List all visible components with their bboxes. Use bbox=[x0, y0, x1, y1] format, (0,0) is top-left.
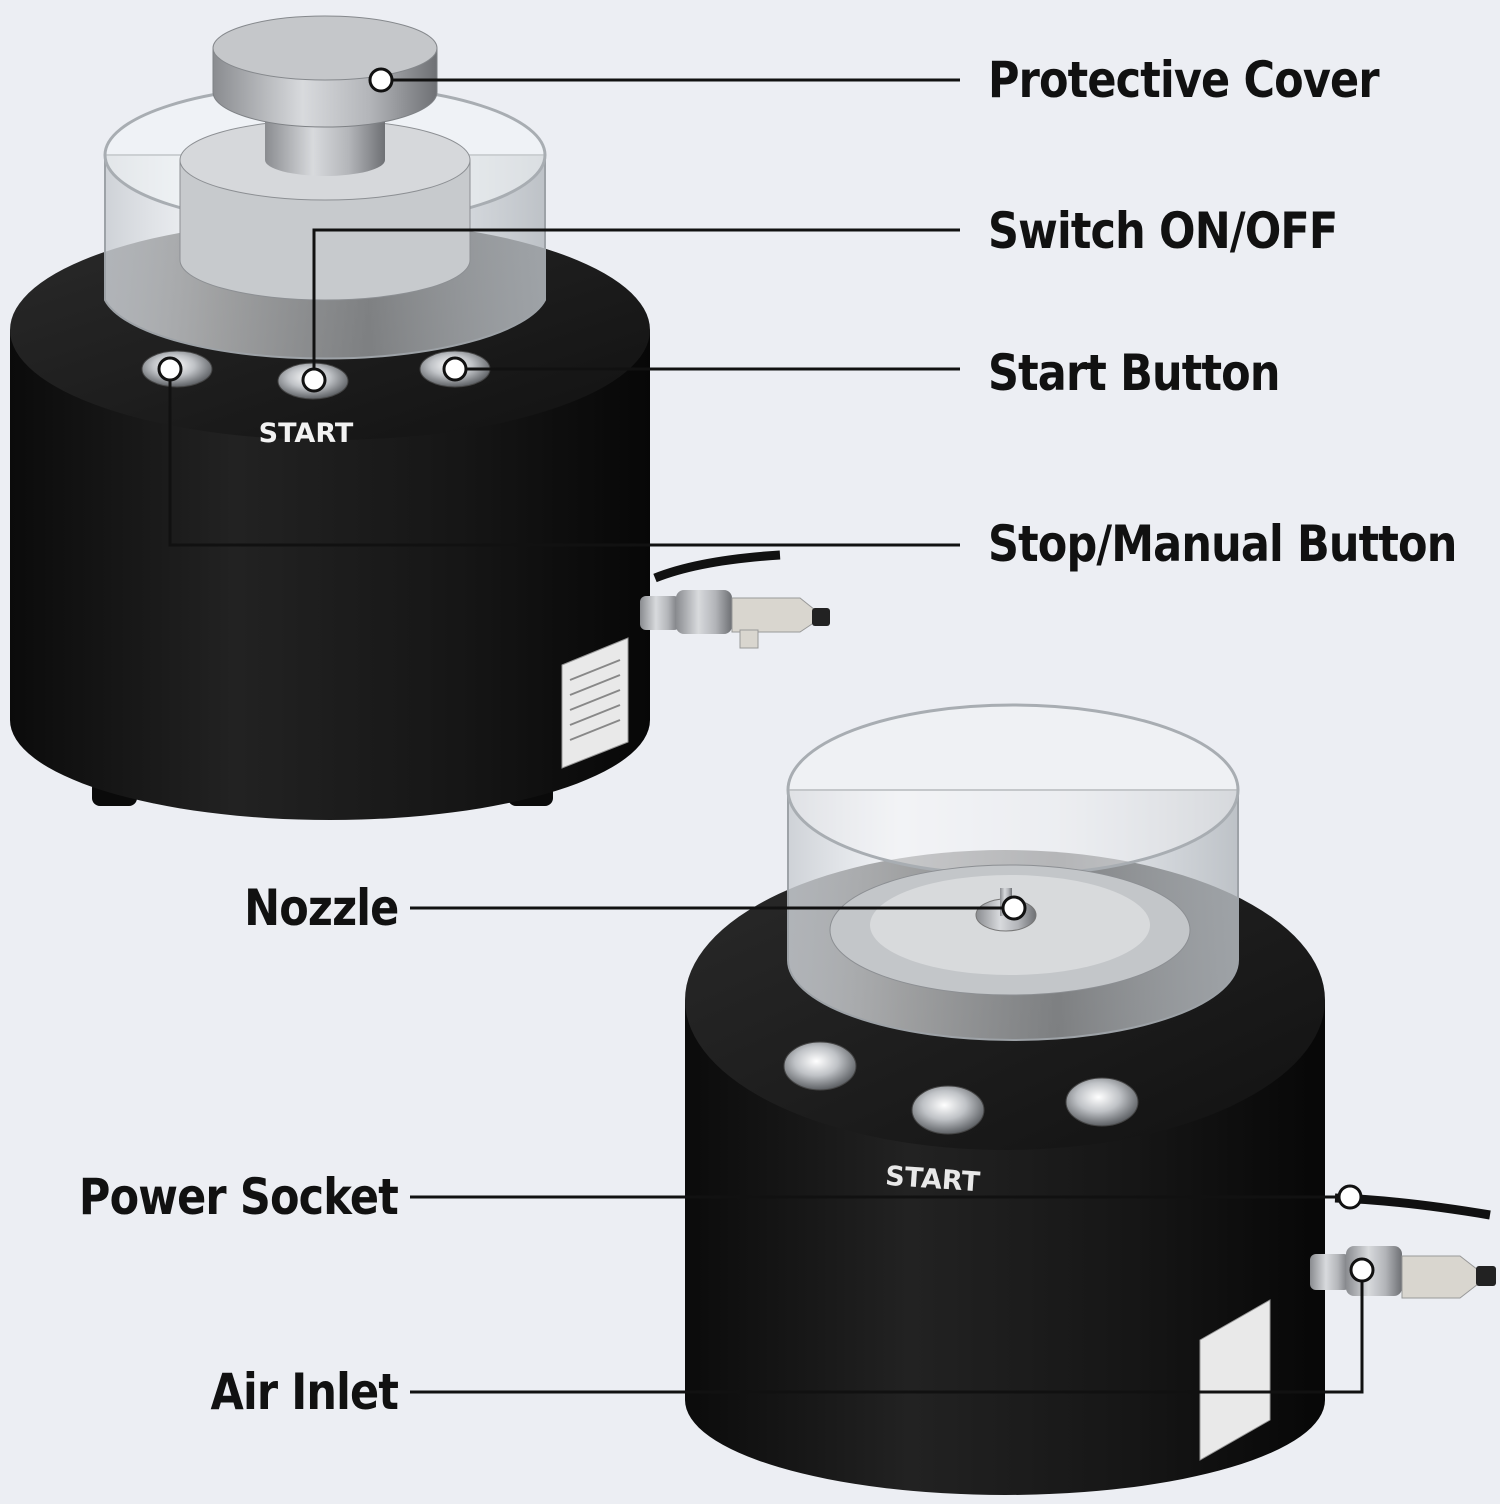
leader-switch-on-off bbox=[312, 228, 960, 380]
dot-protective-cover bbox=[368, 67, 394, 93]
device-top-start-label: START bbox=[259, 418, 354, 449]
device-bottom: START bbox=[685, 703, 1496, 1495]
device-top: START bbox=[10, 15, 830, 820]
label-start-button: Start Button bbox=[988, 344, 1280, 402]
leader-air-inlet bbox=[410, 1270, 1364, 1394]
dot-stop-manual-button bbox=[157, 356, 183, 382]
device-top-sticker-lines bbox=[569, 659, 621, 741]
dot-switch-on-off bbox=[301, 367, 327, 393]
dot-power-socket bbox=[1337, 1184, 1363, 1210]
device-bottom-spec-sticker bbox=[1199, 1299, 1271, 1461]
dot-nozzle bbox=[1001, 895, 1027, 921]
device-top-protective-cover bbox=[212, 15, 438, 128]
label-switch-on-off: Switch ON/OFF bbox=[988, 202, 1338, 260]
label-nozzle: Nozzle bbox=[243, 879, 399, 937]
device-bottom-glass-chamber bbox=[786, 703, 1240, 1041]
device-top-air-fitting bbox=[640, 590, 830, 649]
label-power-socket: Power Socket bbox=[79, 1168, 399, 1226]
device-top-power-cable bbox=[653, 550, 781, 583]
device-bottom-manual-button bbox=[1065, 1077, 1139, 1127]
dot-air-inlet bbox=[1349, 1257, 1375, 1283]
leader-lines bbox=[168, 78, 1364, 1394]
device-top-glass-chamber bbox=[103, 83, 547, 360]
device-top-spec-sticker bbox=[561, 637, 629, 769]
device-bottom-on-off-button bbox=[783, 1041, 857, 1091]
device-bottom-start-button bbox=[911, 1085, 985, 1135]
device-bottom-buttons bbox=[783, 1041, 1139, 1135]
label-protective-cover: Protective Cover bbox=[988, 51, 1380, 109]
label-air-inlet: Air Inlet bbox=[210, 1363, 398, 1421]
leader-stop-manual-button bbox=[168, 369, 960, 547]
device-bottom-start-label: START bbox=[884, 1161, 981, 1199]
leader-dots bbox=[157, 67, 1375, 1283]
label-stop-manual-button: Stop/Manual Button bbox=[988, 515, 1457, 573]
dot-start-button bbox=[442, 356, 468, 382]
device-bottom-air-fitting bbox=[1310, 1246, 1496, 1299]
